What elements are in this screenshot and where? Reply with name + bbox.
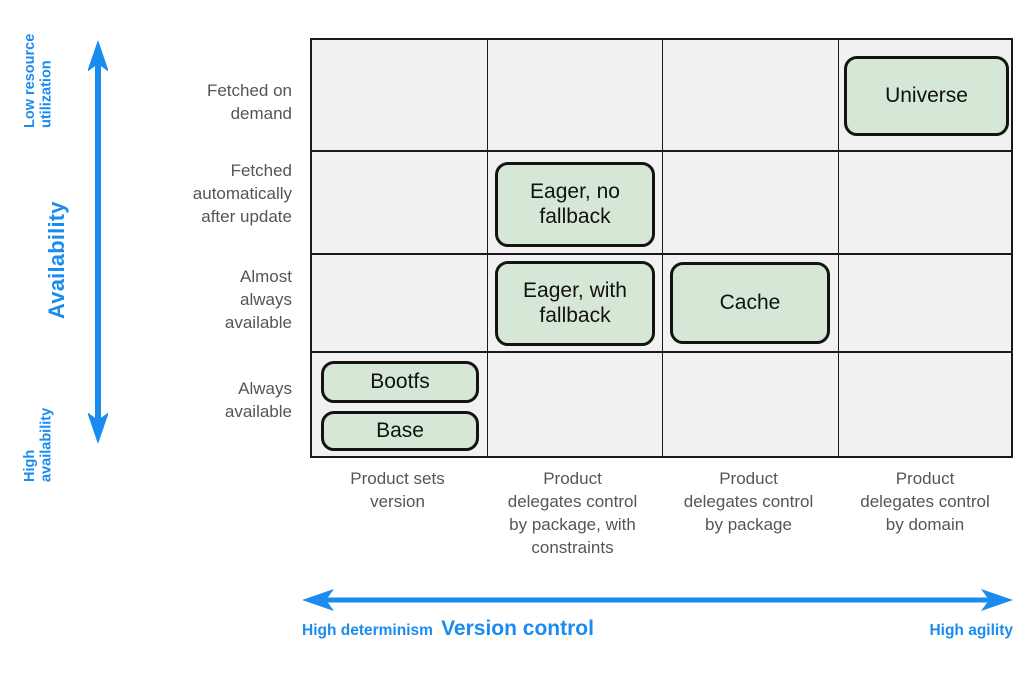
x-axis-right-caption: High agility xyxy=(929,622,1013,639)
y-axis-top-caption: Low resource utilization xyxy=(22,33,55,128)
col-label-delegates-by-package-with-constraints: Product delegates control by package, wi… xyxy=(507,469,638,557)
x-axis-left-caption: High determinism xyxy=(302,622,433,639)
node-base[interactable]: Base xyxy=(321,411,479,451)
row-label-almost-always-available: Almost always available xyxy=(224,267,292,332)
x-axis-title: Version control xyxy=(441,617,594,640)
grid-row-divider-3 xyxy=(312,351,1011,353)
grid-col-divider-1 xyxy=(487,40,488,456)
grid-row-divider-2 xyxy=(312,253,1011,255)
node-eager-with-fallback[interactable]: Eager, with fallback xyxy=(495,261,655,346)
col-label-delegates-by-domain: Product delegates control by domain xyxy=(860,469,990,534)
x-axis-double-arrow-icon xyxy=(300,588,1015,612)
grid-row-divider-1 xyxy=(312,150,1011,152)
row-label-column: Fetched on demand Fetched automatically … xyxy=(150,38,292,458)
availability-version-matrix: Universe Eager, no fallback Eager, with … xyxy=(310,38,1013,458)
row-label-fetched-on-demand: Fetched on demand xyxy=(206,81,292,123)
node-cache[interactable]: Cache xyxy=(670,262,830,344)
col-label-product-sets-version: Product sets version xyxy=(350,469,445,511)
grid-col-divider-3 xyxy=(838,40,839,456)
column-label-row: Product sets version Product delegates c… xyxy=(310,468,1013,568)
col-label-delegates-by-package: Product delegates control by package xyxy=(683,469,814,534)
node-eager-no-fallback[interactable]: Eager, no fallback xyxy=(495,162,655,247)
grid-col-divider-2 xyxy=(662,40,663,456)
y-axis-bottom-caption: High availability xyxy=(22,407,55,482)
row-label-always-available: Always available xyxy=(224,379,292,421)
node-universe[interactable]: Universe xyxy=(844,56,1009,136)
row-label-fetched-automatically: Fetched automatically after update xyxy=(192,161,292,226)
y-axis-double-arrow-icon xyxy=(88,38,108,446)
node-bootfs[interactable]: Bootfs xyxy=(321,361,479,403)
y-axis-title: Availability xyxy=(44,201,69,319)
